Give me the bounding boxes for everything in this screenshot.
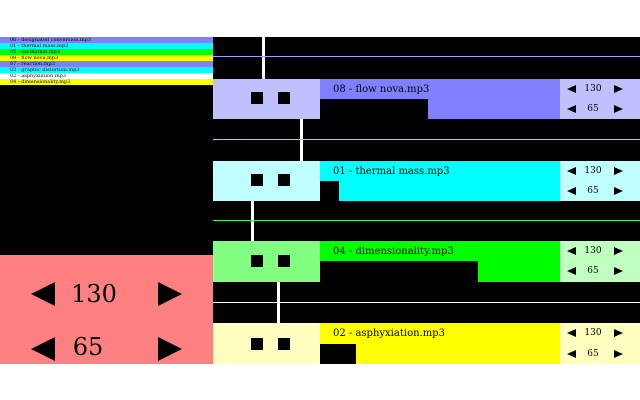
stop-icon [278,255,290,267]
decrease-bottom-arrow-icon[interactable] [31,337,55,361]
increase-arrow-icon[interactable] [614,105,623,113]
bottom-value: 65 [72,333,104,361]
decrease-arrow-icon[interactable] [567,187,576,195]
increase-arrow-icon[interactable] [614,187,623,195]
track-value-top: 130 [584,166,602,176]
decrease-arrow-icon[interactable] [567,329,576,337]
decrease-arrow-icon[interactable] [567,105,576,113]
track-handle[interactable] [213,241,320,282]
increase-arrow-icon[interactable] [614,167,623,175]
playlist-item[interactable]: 06 - designated conversion.mp3 [0,37,213,43]
player-canvas: 06 - designated conversion.mp3 01 - ther… [0,37,640,364]
stop-icon [251,255,263,267]
increase-arrow-icon[interactable] [614,350,623,358]
track-tempo-control: 130 65 [560,323,640,364]
track-title: 04 - dimensionality.mp3 [333,246,454,257]
track-tempo-control: 130 65 [560,241,640,282]
track-divider [213,302,640,303]
increase-arrow-icon[interactable] [614,247,623,255]
increase-arrow-icon[interactable] [614,85,623,93]
track-divider [213,56,640,57]
decrease-arrow-icon[interactable] [567,247,576,255]
track-progress[interactable] [320,344,356,364]
track-value-top: 130 [584,84,602,94]
track-title-bar[interactable]: 01 - thermal mass.mp3 [320,161,560,201]
increase-bottom-arrow-icon[interactable] [158,337,182,361]
top-value: 130 [71,280,117,308]
track-handle[interactable] [213,79,320,119]
track-title: 01 - thermal mass.mp3 [333,166,450,177]
increase-arrow-icon[interactable] [614,267,623,275]
track-title: 02 - asphyxiation.mp3 [333,328,445,339]
playlist: 06 - designated conversion.mp3 01 - ther… [0,37,213,90]
decrease-top-arrow-icon[interactable] [31,282,55,306]
track-value-bottom: 65 [587,349,599,359]
track-title: 08 - flow nova.mp3 [333,84,430,95]
tempo-control-pad: 130 65 [0,255,213,364]
track-value-bottom: 65 [587,266,599,276]
connector-line [300,119,303,161]
playlist-item[interactable]: 01 - thermal mass.mp3 [0,43,213,49]
stop-icon [278,174,290,186]
stop-icon [251,338,263,350]
track-value-bottom: 65 [587,104,599,114]
decrease-arrow-icon[interactable] [567,350,576,358]
playlist-item[interactable]: 04 - dimensionality.mp3 [0,79,213,85]
track-value-top: 130 [584,328,602,338]
playlist-item[interactable]: 07 - reaction.mp3 [0,61,213,67]
track-progress[interactable] [320,181,340,201]
decrease-arrow-icon[interactable] [567,85,576,93]
track-value-bottom: 65 [587,186,599,196]
stop-icon [251,92,263,104]
track-value-top: 130 [584,246,602,256]
decrease-arrow-icon[interactable] [567,167,576,175]
track-title-bar[interactable]: 04 - dimensionality.mp3 [320,241,560,282]
increase-top-arrow-icon[interactable] [158,282,182,306]
track-divider [213,220,640,221]
decrease-arrow-icon[interactable] [567,267,576,275]
track-divider [213,139,640,140]
track-title-bar[interactable]: 08 - flow nova.mp3 [320,79,560,119]
track-title-bar[interactable]: 02 - asphyxiation.mp3 [320,323,560,364]
track-progress[interactable] [320,99,428,119]
playlist-item[interactable]: 03 - graphic distortion.mp3 [0,67,213,73]
stop-icon [278,338,290,350]
track-tempo-control: 130 65 [560,161,640,201]
track-progress[interactable] [320,261,479,282]
playlist-item[interactable]: 08 - flow nova.mp3 [0,55,213,61]
connector-line [251,201,254,241]
stop-icon [278,92,290,104]
track-tempo-control: 130 65 [560,79,640,119]
playlist-item[interactable]: 05 - oscillation.mp3 [0,49,213,55]
playlist-item[interactable]: 02 - asphyxiation.mp3 [0,73,213,79]
track-handle[interactable] [213,323,320,364]
increase-arrow-icon[interactable] [614,329,623,337]
track-handle[interactable] [213,161,320,201]
connector-line [262,37,265,79]
stop-icon [251,174,263,186]
